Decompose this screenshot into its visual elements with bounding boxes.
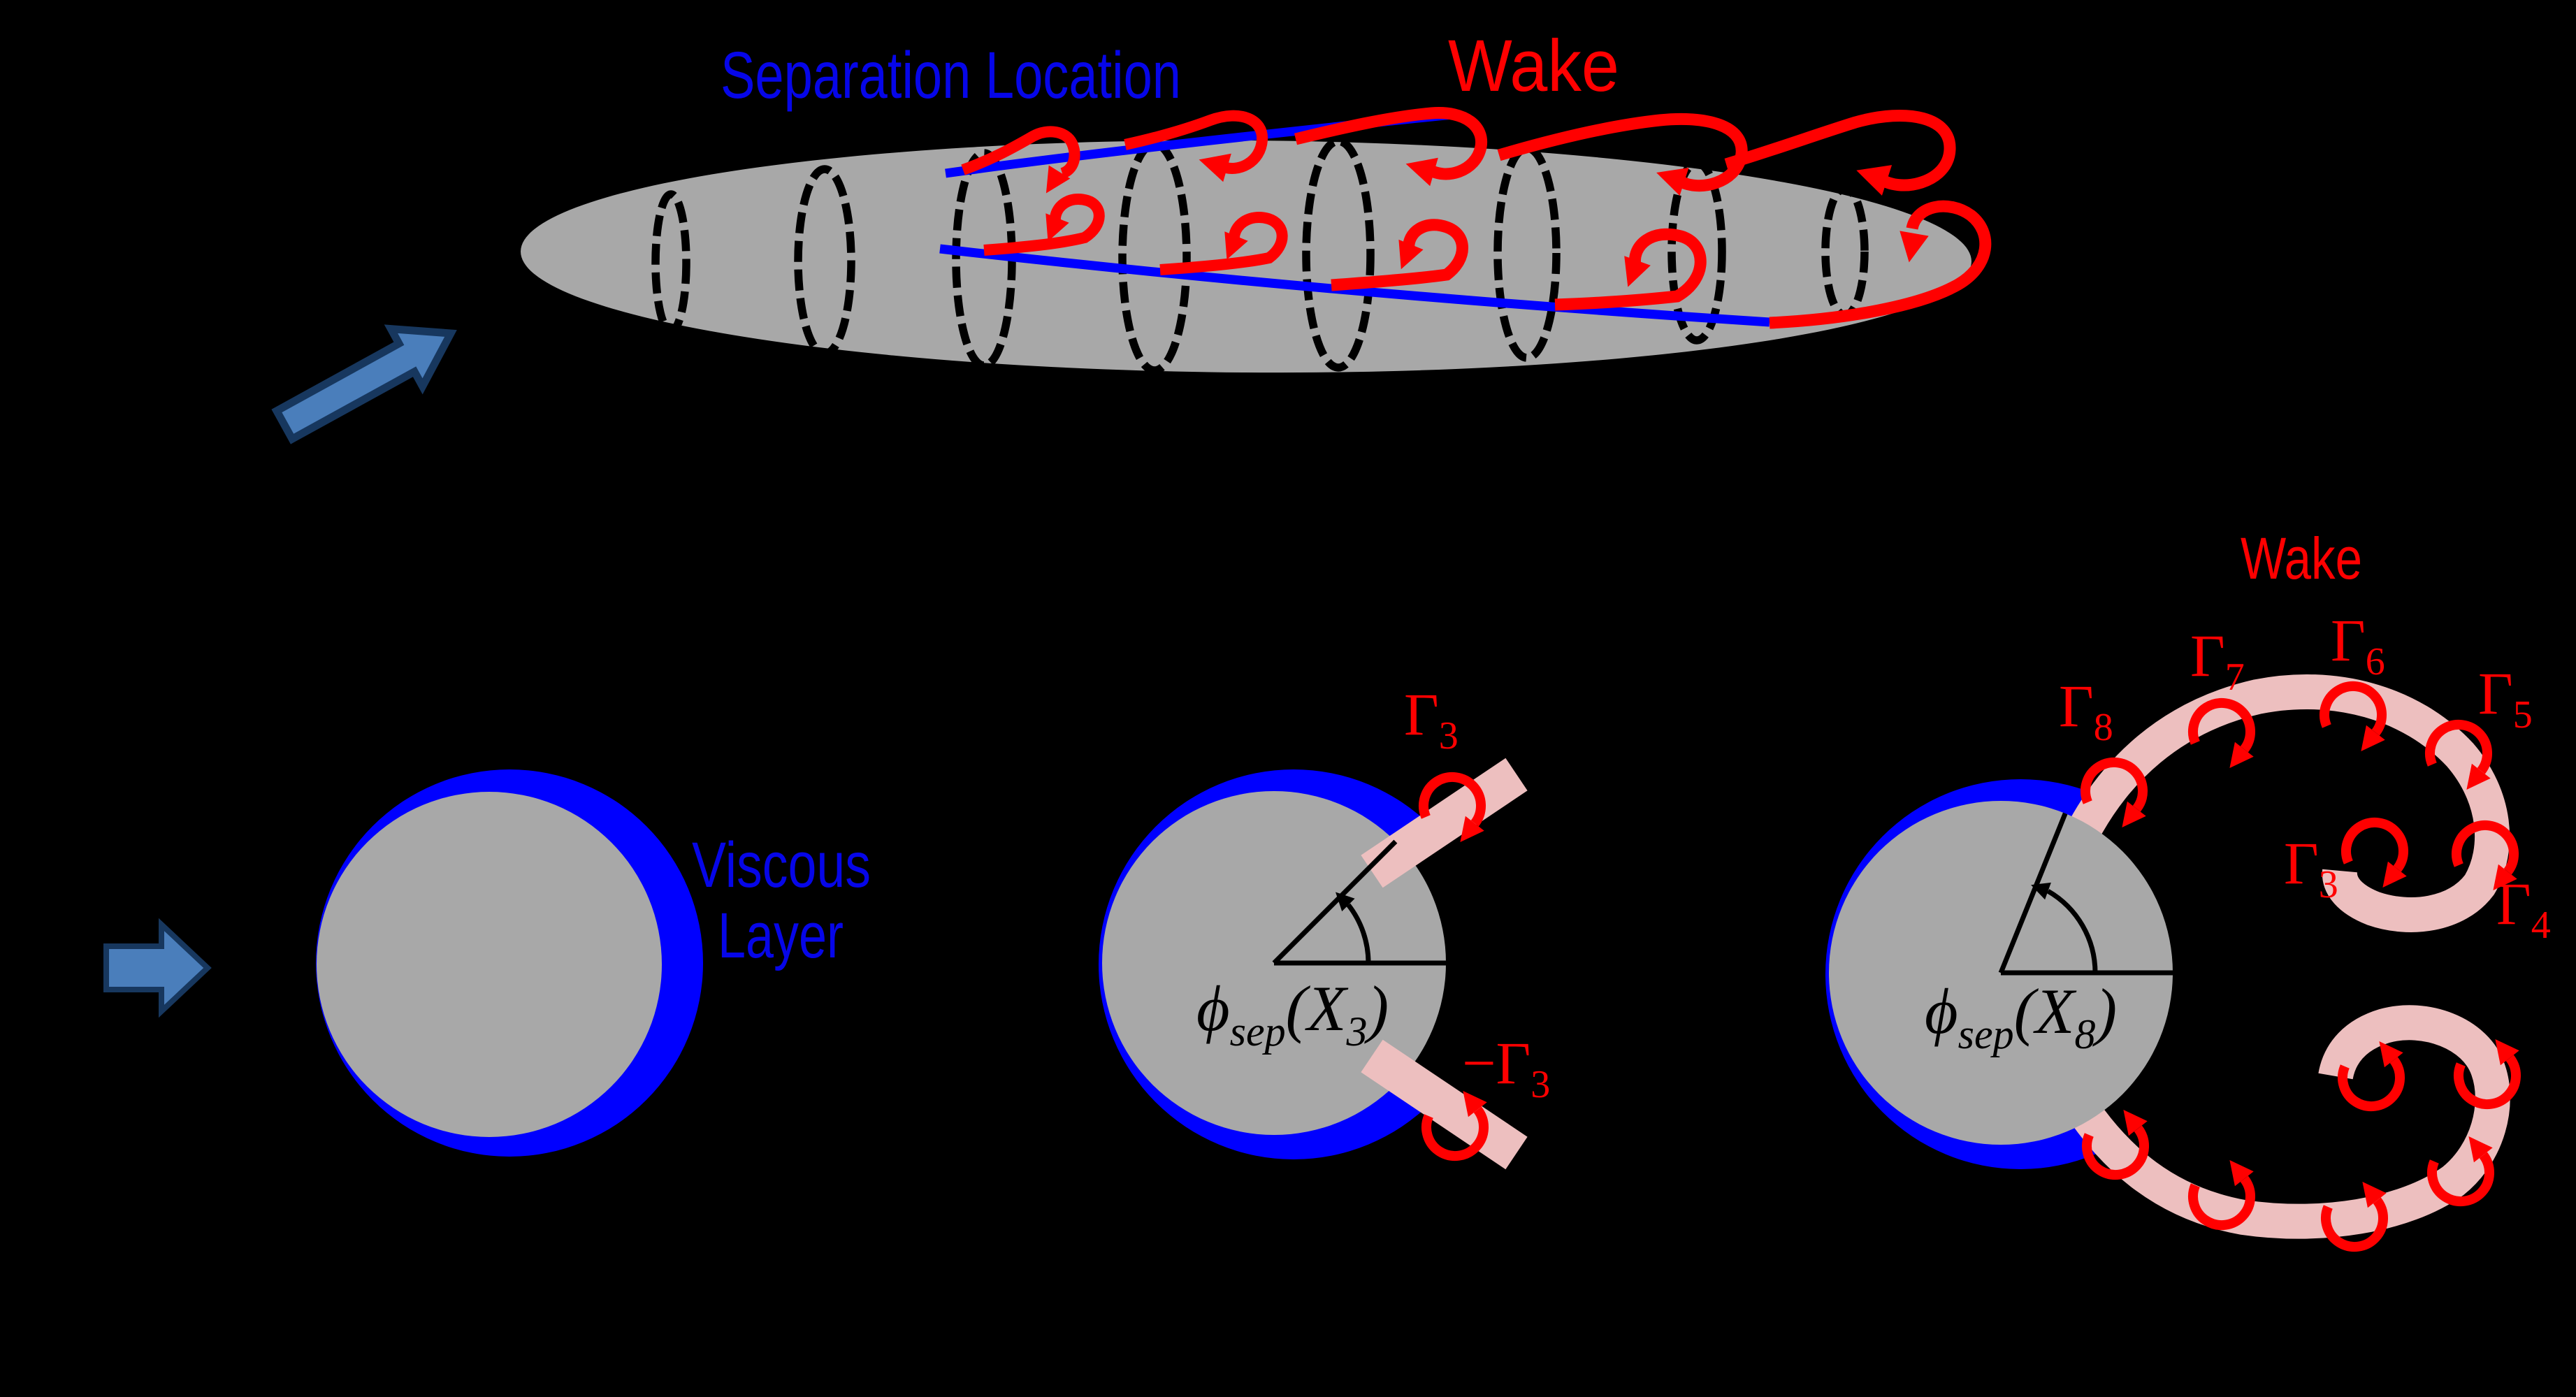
svg-text:Wake: Wake — [2241, 526, 2362, 591]
svg-text:Layer: Layer — [718, 900, 844, 971]
svg-text:Viscous: Viscous — [692, 830, 871, 901]
svg-text:ϕsep(X3): ϕsep(X3) — [1196, 973, 1389, 1055]
svg-text:Γ7: Γ7 — [2190, 622, 2245, 699]
svg-text:Separation Location: Separation Location — [721, 38, 1181, 113]
svg-text:Wake: Wake — [1448, 25, 1619, 107]
